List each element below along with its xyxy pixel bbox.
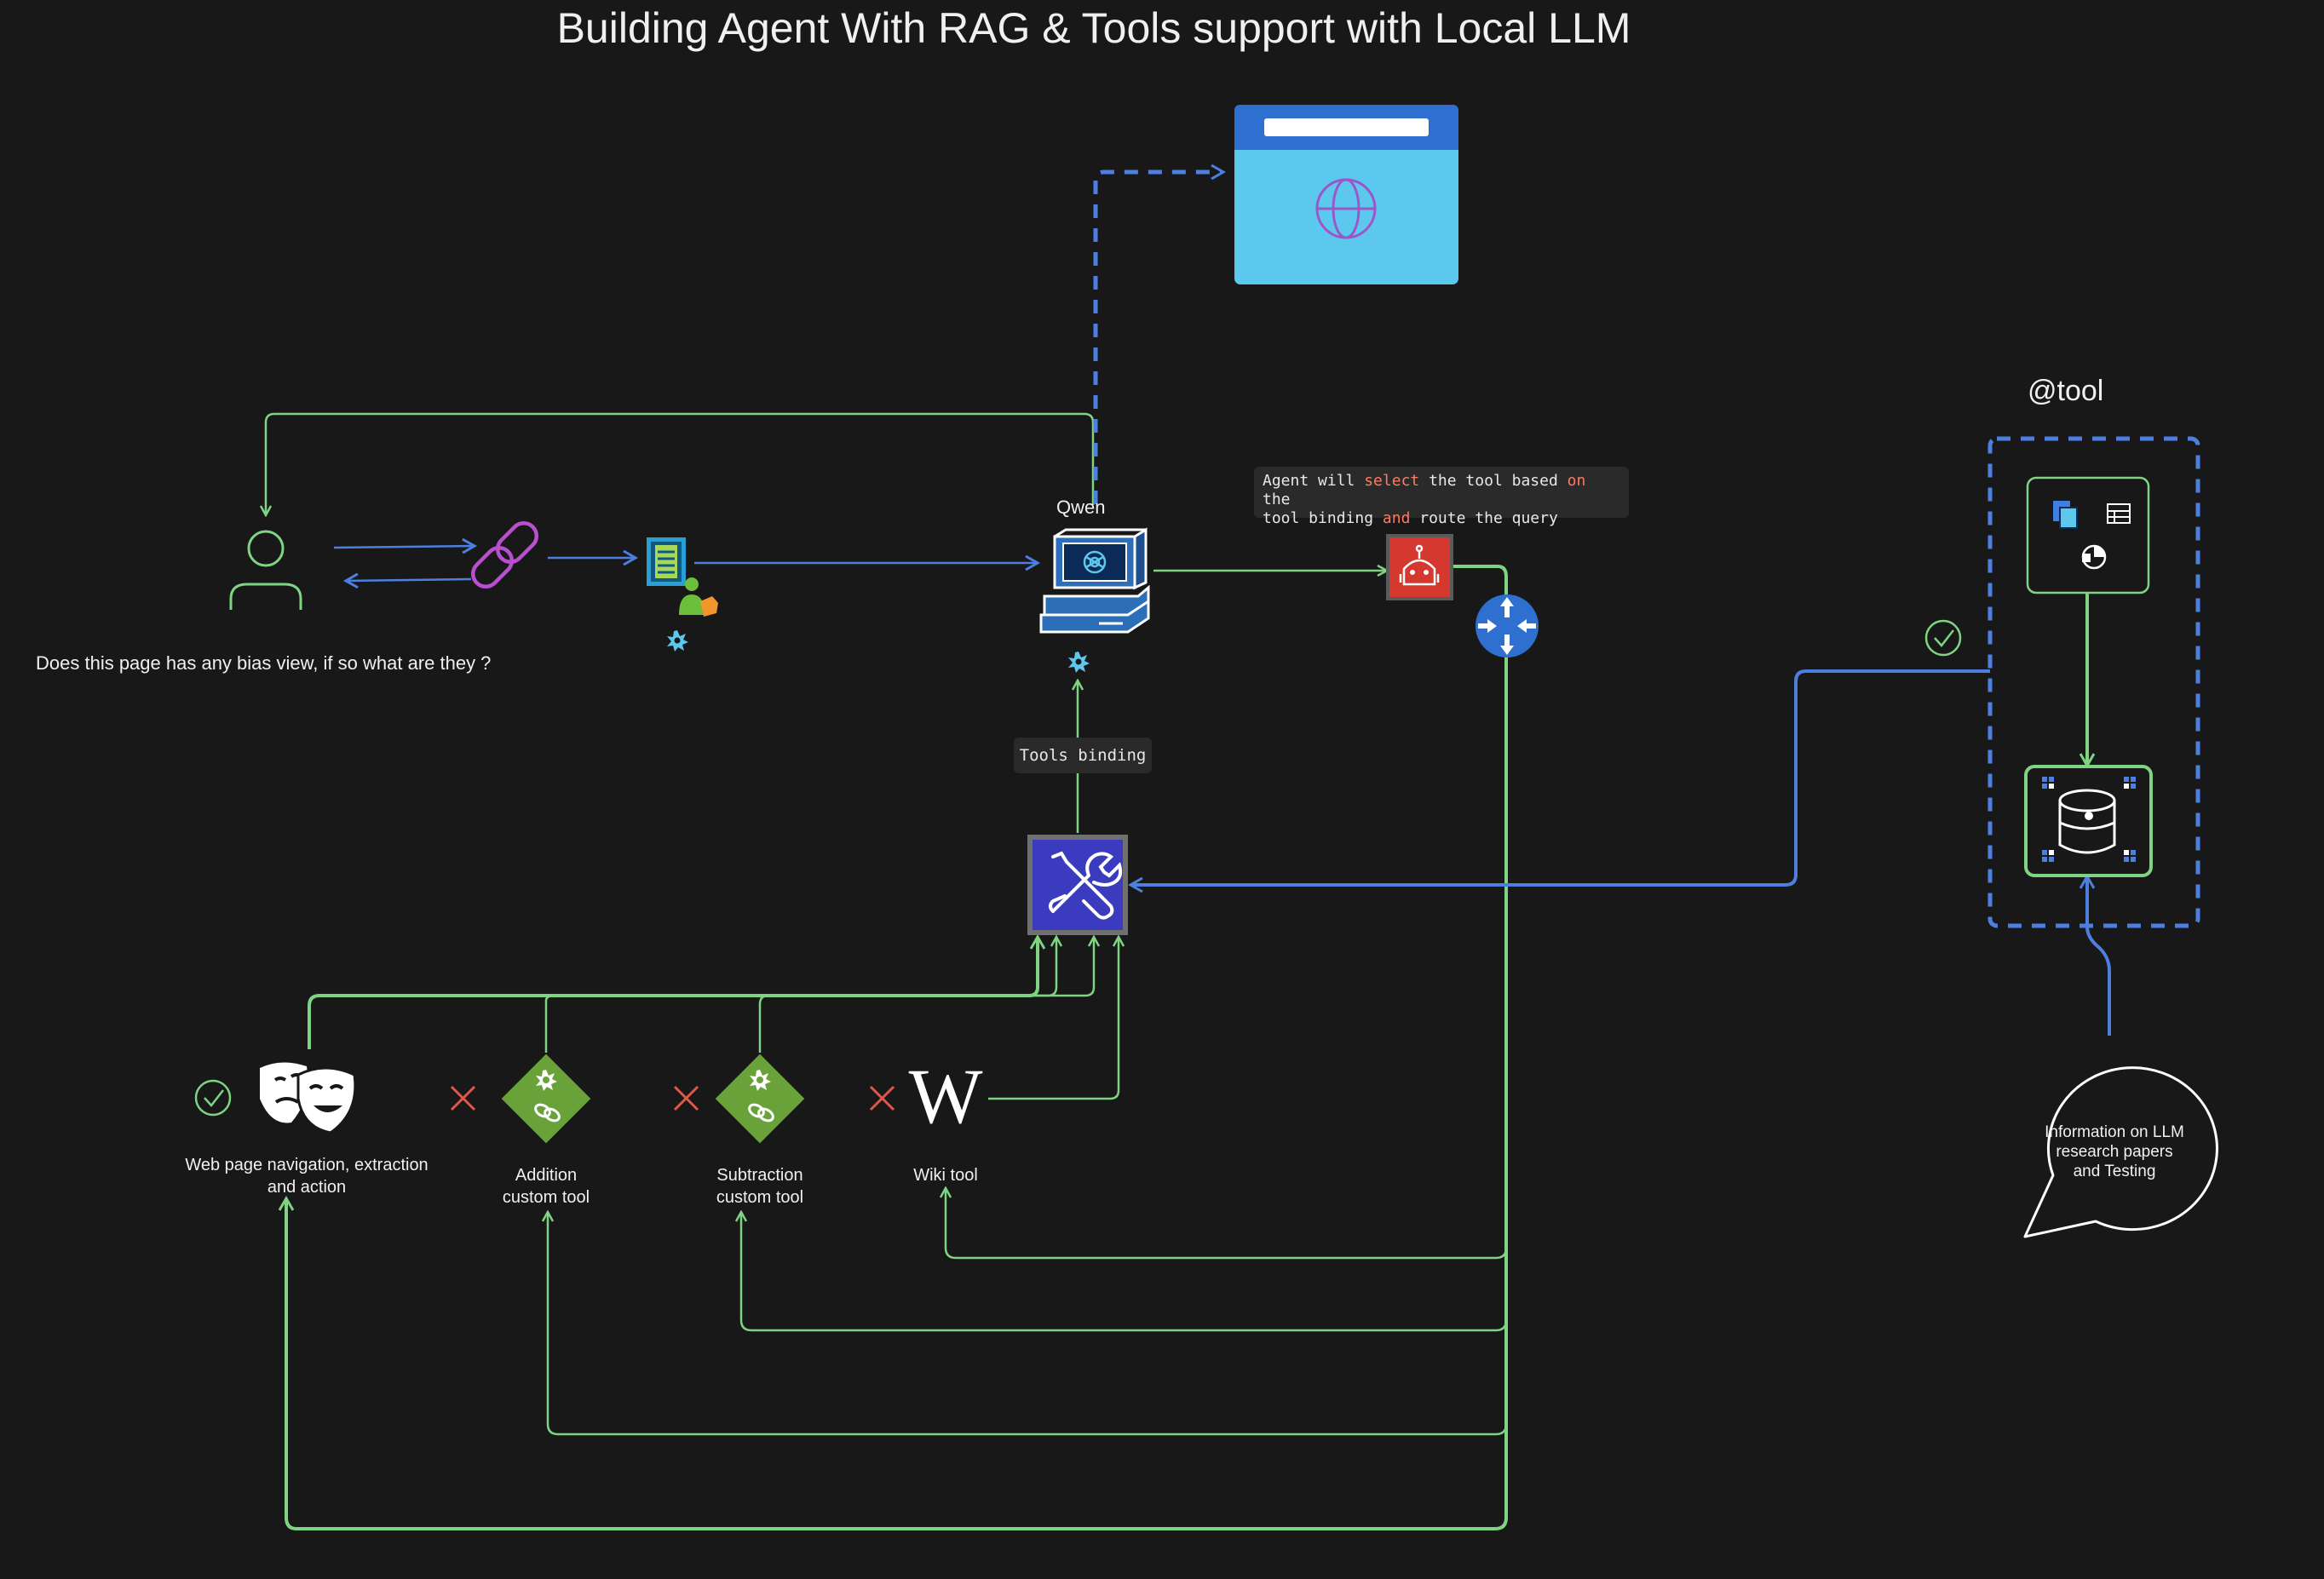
router-icon [1476, 594, 1539, 657]
connector-sub-to-tools [758, 938, 1094, 1053]
connector-link-to-user [347, 579, 472, 581]
database-icon [2042, 777, 2136, 862]
tool-group-label: @tool [2028, 375, 2104, 407]
page-title: Building Agent With RAG & Tools support … [556, 4, 1631, 52]
connector-toolgroup-to-tools [1131, 669, 1990, 885]
wiki-tool-label: Wiki tool [913, 1166, 978, 1185]
agent-note-line1: Agent will select the tool based on the [1263, 472, 1586, 508]
theater-masks-icon [260, 1062, 357, 1134]
link-icon [470, 520, 539, 589]
connectors [266, 172, 2111, 1530]
cross-icon [673, 1085, 699, 1111]
check-icon [194, 1079, 232, 1117]
connector-web-to-tools [308, 938, 1038, 1049]
speech-bubble-icon [2023, 1066, 2218, 1238]
agent-note: Agent will select the tool based on the … [1254, 467, 1629, 527]
connector-router-add [548, 1213, 1508, 1436]
connector-user-to-link [333, 546, 474, 548]
wikipedia-icon: W [909, 1053, 983, 1140]
connector-bubble-to-db [2087, 877, 2111, 1036]
computer-llm-icon [1039, 527, 1150, 634]
cross-icon [869, 1085, 895, 1111]
gear-chain-icon [715, 1054, 805, 1144]
connector-robot-router [286, 565, 1508, 1530]
user-icon [229, 530, 302, 610]
tools-icon [1027, 835, 1128, 935]
llm-name: Qwen [1056, 497, 1106, 518]
gear-chain-icon [501, 1054, 591, 1144]
tools-binding-label: Tools binding [1014, 738, 1152, 773]
connector-router-wiki [946, 1189, 1508, 1260]
connector-dashed-browser [1093, 172, 1222, 504]
agent-note-line2: tool binding and route the query [1263, 509, 1558, 527]
browser-globe-icon [1234, 105, 1458, 284]
document-agent-icon [647, 537, 718, 617]
robot-agent-icon [1386, 534, 1453, 600]
tool-group-box [1987, 436, 2200, 928]
gear-small-icon [667, 630, 688, 652]
cross-icon [450, 1085, 476, 1111]
connector-llm-to-user [266, 412, 1095, 514]
user-query: Does this page has any bias view, if so … [36, 652, 492, 674]
gear-small-icon [1068, 652, 1090, 673]
connector-wiki-to-tools [988, 938, 1119, 1100]
connector-router-sub [741, 1213, 1508, 1332]
office-docs-icon [2053, 501, 2131, 570]
check-icon [1924, 619, 1962, 657]
